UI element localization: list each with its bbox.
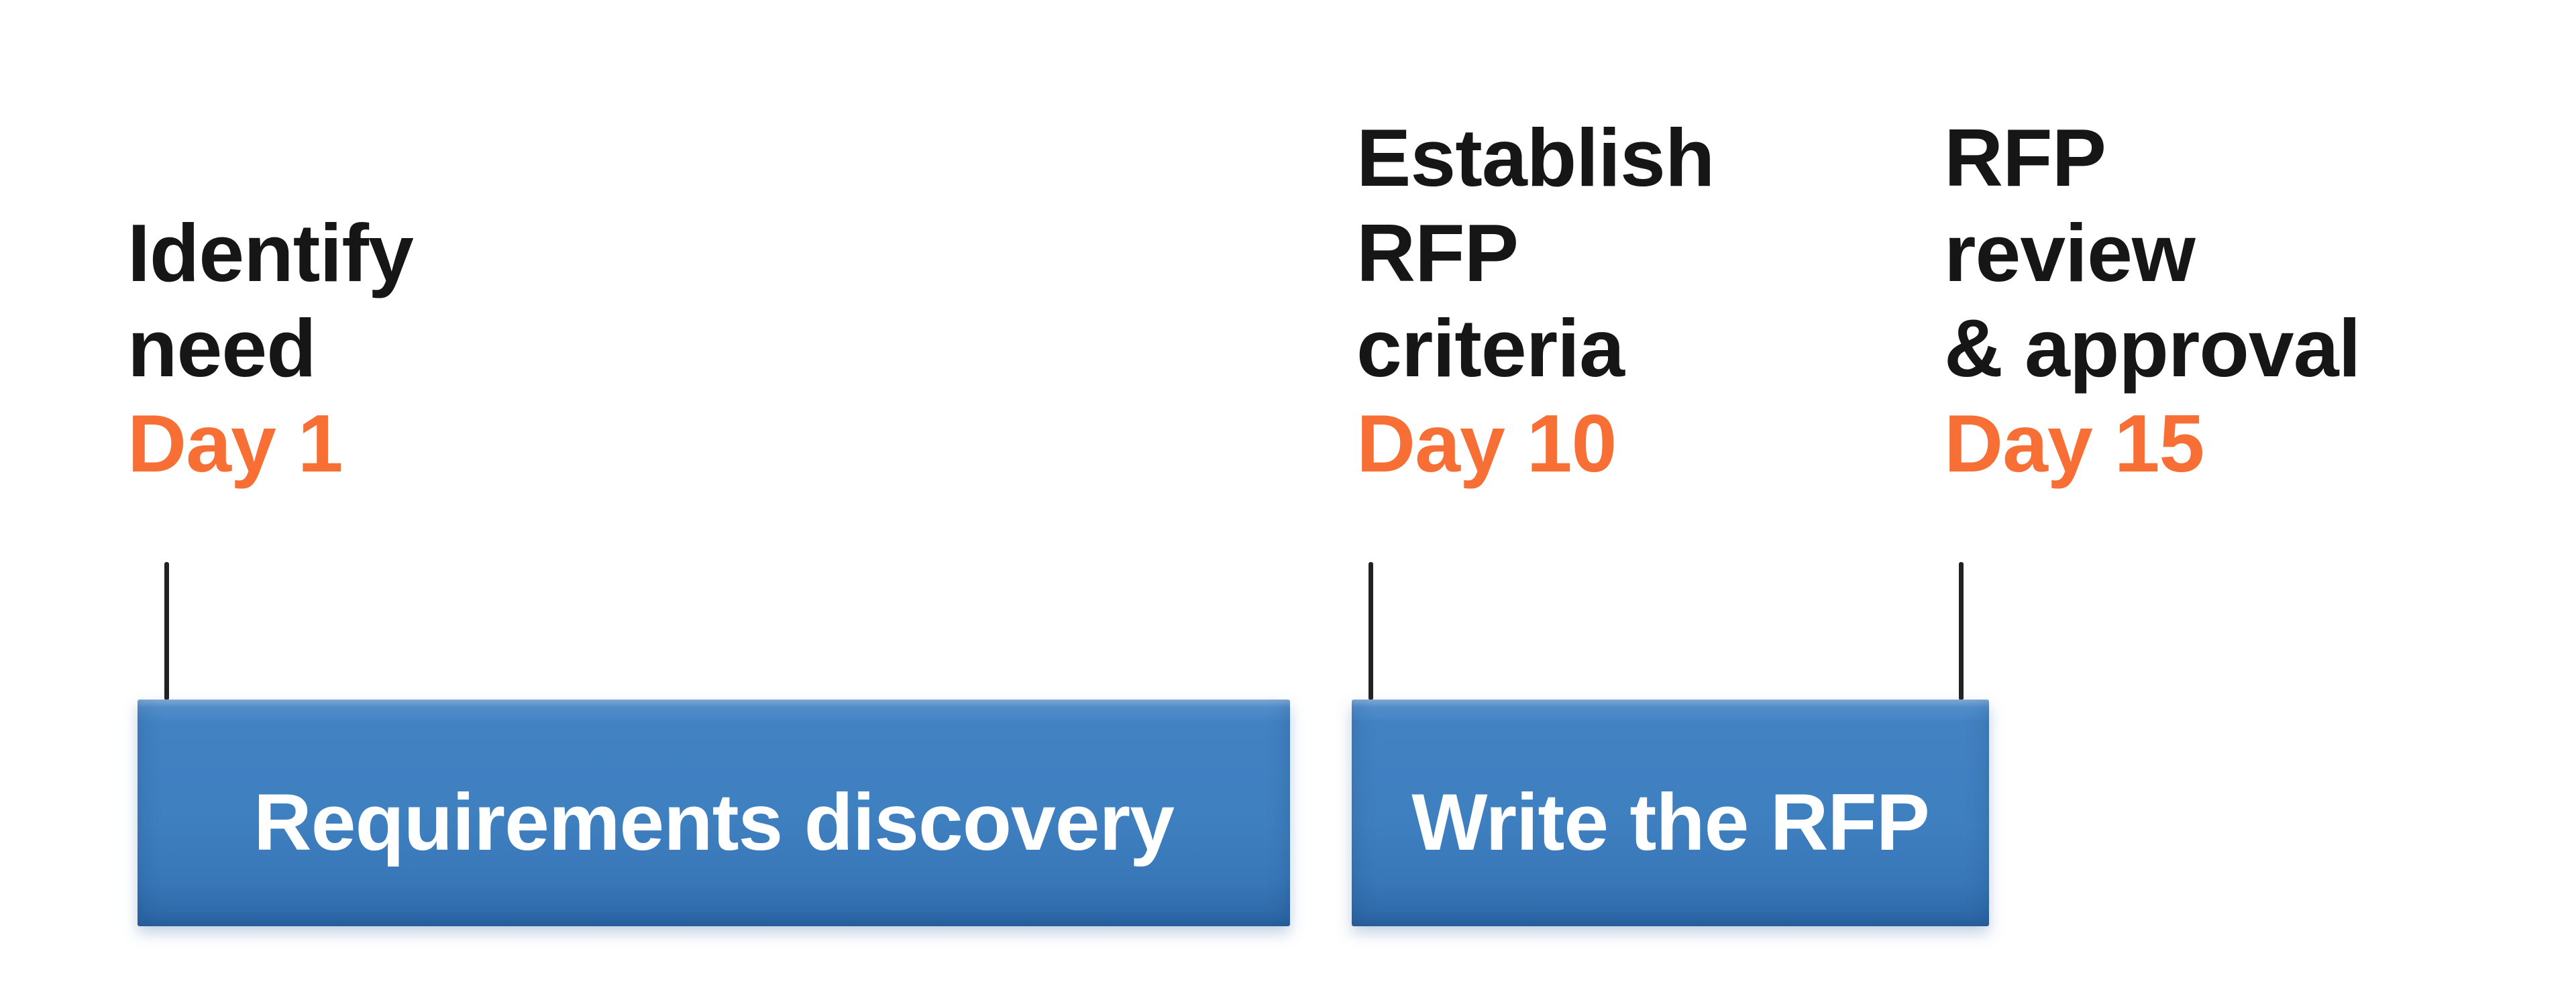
milestone-title-line: Establish [1356,112,1715,203]
milestone-identify-need: Identify need Day 1 [127,205,414,491]
phase-bar-label: Requirements discovery [254,777,1175,867]
milestone-title-line: criteria [1356,302,1625,394]
milestone-day-label: Day 1 [127,398,343,489]
day-1-tick-line [164,562,169,700]
milestone-title-line: Identify [127,207,414,298]
milestone-title-line: review [1944,207,2196,298]
milestone-title-line: RFP [1944,112,2106,203]
milestone-title-line: & approval [1944,302,2361,394]
milestone-day-label: Day 15 [1944,398,2204,489]
milestone-establish-rfp-criteria: Establish RFP criteria Day 10 [1356,110,1715,491]
phase-bar-write-the-rfp: Write the RFP [1352,700,1989,926]
milestone-title-line: RFP [1356,207,1519,298]
day-10-tick-line [1368,562,1373,700]
phase-bar-label: Write the RFP [1411,777,1930,867]
phase-bar-requirements-discovery: Requirements discovery [138,700,1290,926]
milestone-day-label: Day 10 [1356,398,1617,489]
milestone-title-line: need [127,302,317,394]
milestone-rfp-review-approval: RFP review & approval Day 15 [1944,110,2361,491]
day-15-tick-line [1959,562,1964,700]
